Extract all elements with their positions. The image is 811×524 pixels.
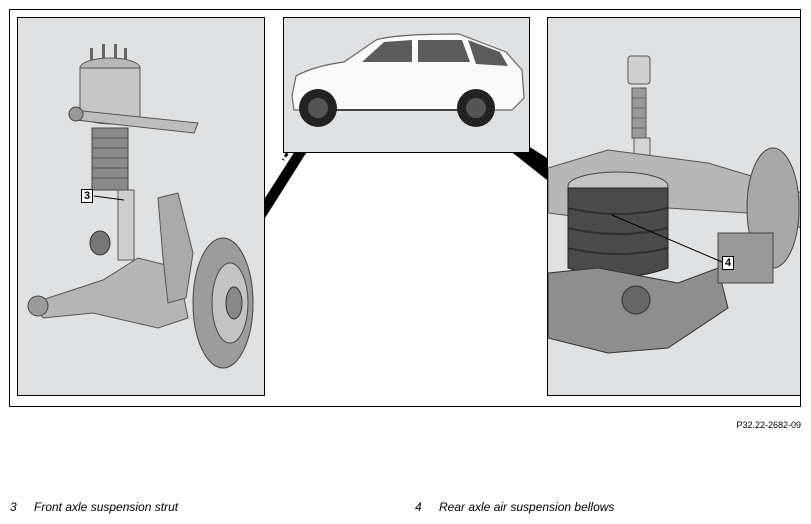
figure-reference-code: P32.22-2682-09 bbox=[736, 420, 801, 430]
stud-2 bbox=[102, 44, 105, 62]
damper-tube bbox=[117, 189, 135, 261]
legend-number: 3 bbox=[10, 500, 17, 514]
callout-3: 3 bbox=[81, 189, 94, 203]
callout-4: 4 bbox=[722, 256, 735, 270]
legend-item-4: 4 Rear axle air suspension bellows bbox=[415, 500, 614, 514]
legend-item-3: 3 Front axle suspension strut bbox=[10, 500, 178, 514]
front-axle-illustration bbox=[17, 17, 265, 396]
legend-text: Rear axle air suspension bellows bbox=[439, 500, 615, 514]
bushing bbox=[89, 230, 111, 256]
car-window-middle bbox=[418, 40, 470, 62]
stud-3 bbox=[114, 44, 117, 62]
lower-control-arm bbox=[32, 257, 189, 329]
rear-axle-illustration bbox=[547, 17, 801, 396]
front-connector-wedge bbox=[265, 140, 308, 218]
vehicle-illustration bbox=[283, 17, 530, 153]
legend-text: Front axle suspension strut bbox=[34, 500, 179, 514]
shock-top-mount bbox=[627, 55, 651, 85]
car-window-rear bbox=[468, 40, 508, 66]
legend-number: 4 bbox=[415, 500, 422, 514]
steering-knuckle bbox=[157, 192, 194, 304]
stud-4 bbox=[124, 48, 127, 62]
car-window-front bbox=[362, 40, 412, 62]
stud-1 bbox=[90, 48, 93, 62]
